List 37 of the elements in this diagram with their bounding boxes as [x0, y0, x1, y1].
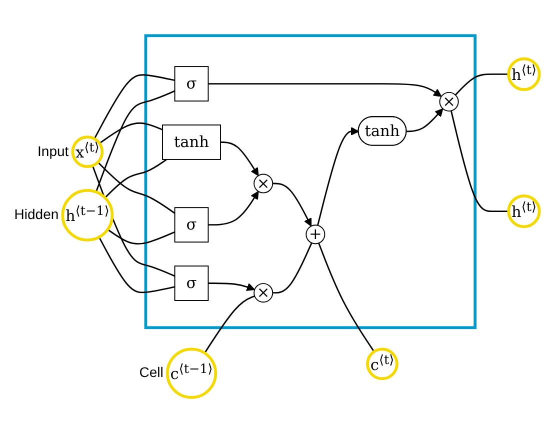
node-box [174, 66, 209, 102]
node-circle [166, 348, 218, 399]
connector [104, 158, 168, 198]
node-circle [366, 348, 398, 380]
node-circle [71, 136, 104, 168]
node-circle [439, 92, 459, 112]
connector [272, 242, 312, 294]
connector [95, 90, 176, 192]
node-circle [61, 189, 114, 242]
node-circle [254, 174, 274, 194]
arrow [272, 182, 312, 226]
arrow [208, 83, 442, 97]
arrow [317, 126, 360, 226]
connector [454, 73, 509, 96]
connector [450, 110, 509, 212]
connector [97, 162, 176, 214]
connector [98, 236, 175, 294]
arrow [208, 282, 255, 291]
node-circle [507, 194, 541, 228]
connector [107, 228, 176, 245]
arrow [220, 141, 259, 176]
node-caption: Input [38, 142, 69, 159]
arrow [208, 190, 259, 226]
node-box [162, 124, 221, 160]
connector [99, 122, 163, 144]
node-circle [507, 57, 541, 91]
node-box [174, 265, 209, 301]
node-caption: Cell [139, 364, 164, 380]
cluster [144, 34, 477, 330]
connector [318, 242, 375, 352]
connector [94, 74, 175, 140]
node-circle [306, 224, 326, 244]
arrow [406, 108, 444, 132]
node-box [174, 207, 209, 242]
connector [204, 295, 255, 354]
node-circle [254, 283, 274, 303]
node-caption: Hidden [14, 206, 59, 222]
